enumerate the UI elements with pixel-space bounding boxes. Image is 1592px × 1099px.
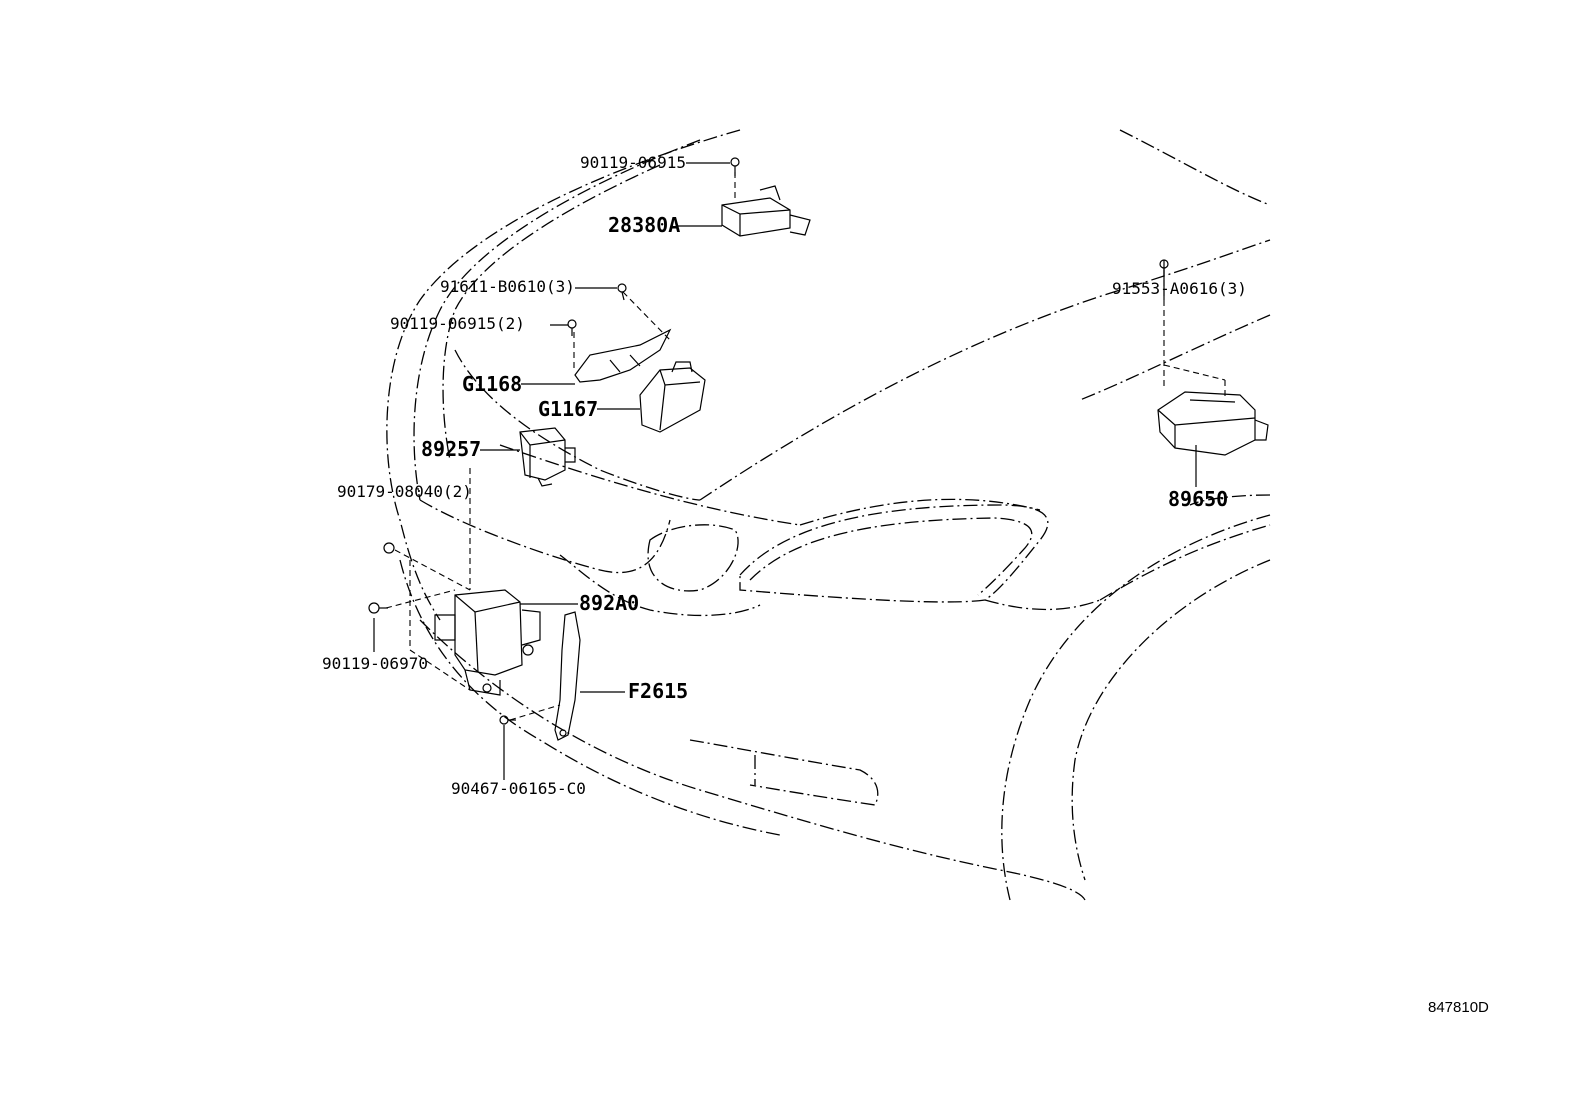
part-90119-06915-bolt: [730, 157, 740, 176]
part-90119-06915-2-bolt: [567, 319, 577, 336]
callout-90179-08040[interactable]: 90179-08040(2): [337, 482, 472, 501]
callout-892a0[interactable]: 892A0: [579, 591, 640, 615]
callout-89257[interactable]: 89257: [421, 437, 482, 461]
car-body-outline: [386, 129, 1271, 901]
callout-91553-a0616[interactable]: 91553-A0616(3): [1112, 279, 1247, 298]
part-90467-06165-clip: [499, 715, 516, 725]
part-g1168-bracket: [574, 328, 672, 383]
callout-g1168[interactable]: G1168: [462, 372, 523, 396]
part-91553-a0616-bolt: [1159, 259, 1169, 276]
part-28380a-relay: [721, 185, 811, 237]
part-91611-b0610-bolt: [617, 283, 627, 301]
callout-28380a[interactable]: 28380A: [608, 213, 681, 237]
part-89650-ecu: [1157, 391, 1269, 456]
part-90119-06970-bolt: [368, 602, 388, 614]
part-f2615-bracket: [554, 611, 581, 741]
part-89257-module: [519, 427, 576, 487]
callout-90119-06970[interactable]: 90119-06970: [322, 654, 428, 673]
drawing-code: 847810D: [1428, 999, 1489, 1016]
callout-91611-b0610[interactable]: 91611-B0610(3): [440, 277, 575, 296]
callout-90119-06915[interactable]: 90119-06915: [580, 153, 686, 172]
callout-f2615[interactable]: F2615: [628, 679, 689, 703]
part-892a0-ecu-bracket: [434, 589, 541, 696]
callout-g1167[interactable]: G1167: [538, 397, 599, 421]
part-g1167-sensor: [639, 361, 706, 433]
callout-90119-06915-2[interactable]: 90119-06915(2): [390, 314, 525, 333]
leader-lines: [373, 162, 1197, 780]
callout-89650[interactable]: 89650: [1168, 487, 1229, 511]
part-90179-08040-nut: [383, 542, 395, 554]
assembly-guides: [385, 172, 1226, 721]
callout-90467-06165-c0[interactable]: 90467-06165-C0: [451, 779, 586, 798]
